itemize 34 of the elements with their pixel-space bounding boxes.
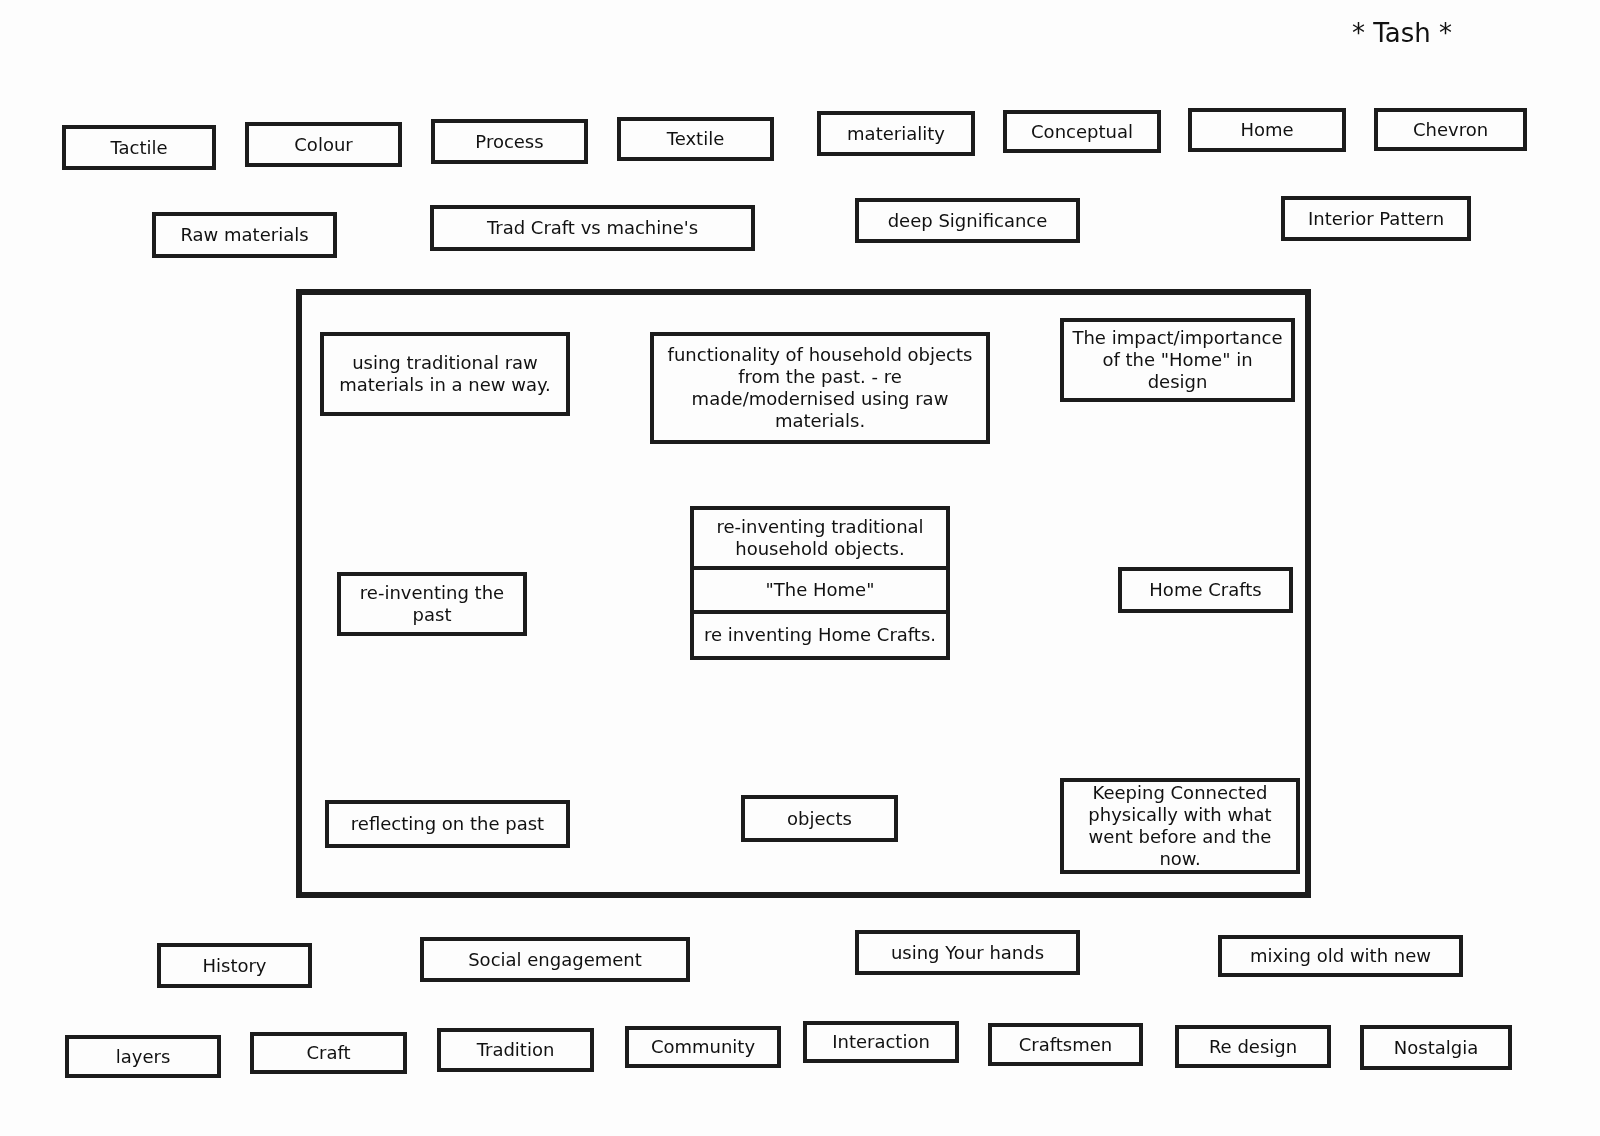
concept-box: Craftsmen (988, 1023, 1143, 1066)
concept-box: functionality of household objects from the past. - re made/modernised using raw materials. (650, 332, 990, 444)
concept-box: reflecting on the past (325, 800, 570, 848)
concept-box: using traditional raw materials in a new way. (320, 332, 570, 416)
concept-box: Process (431, 119, 588, 164)
concept-box: Community (625, 1026, 781, 1068)
concept-box: Re design (1175, 1025, 1331, 1068)
concept-box: Keeping Connected physically with what went before and the now. (1060, 778, 1300, 874)
concept-box: Tradition (437, 1028, 594, 1072)
concept-box: Social engagement (420, 937, 690, 982)
author-name: * Tash * (1352, 18, 1453, 48)
concept-box: objects (741, 795, 898, 842)
concept-box: History (157, 943, 312, 988)
concept-box: layers (65, 1035, 221, 1078)
concept-box: deep Significance (855, 198, 1080, 243)
concept-box: Tactile (62, 125, 216, 170)
concept-box: mixing old with new (1218, 935, 1463, 977)
concept-box: Conceptual (1003, 110, 1161, 153)
concept-box: Colour (245, 122, 402, 167)
concept-box: re-inventing the past (337, 572, 527, 636)
concept-box: using Your hands (855, 930, 1080, 975)
concept-box: Chevron (1374, 108, 1527, 151)
concept-box: Raw materials (152, 212, 337, 258)
concept-box: Interaction (803, 1021, 959, 1063)
concept-box: materiality (817, 111, 975, 156)
concept-box: Textile (617, 117, 774, 161)
concept-box: Home (1188, 108, 1346, 152)
concept-box: Nostalgia (1360, 1025, 1512, 1070)
concept-box: The impact/importance of the "Home" in design (1060, 318, 1295, 402)
concept-box: Interior Pattern (1281, 196, 1471, 241)
concept-box: Home Crafts (1118, 567, 1293, 613)
concept-box: Trad Craft vs machine's (430, 205, 755, 251)
concept-box: Craft (250, 1032, 407, 1074)
outer-frame (296, 289, 1311, 898)
